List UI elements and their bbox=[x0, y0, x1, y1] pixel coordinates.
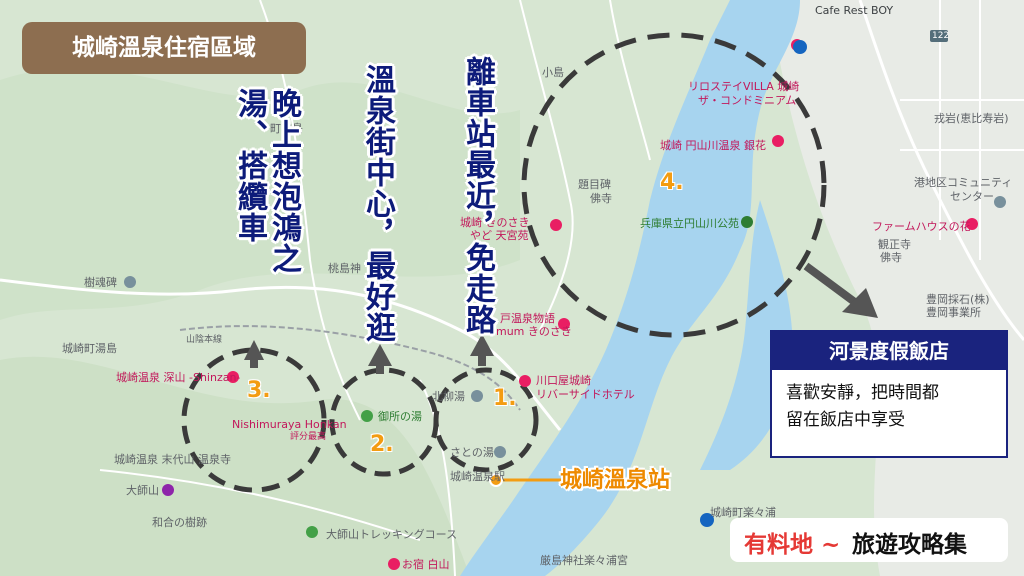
hotel-box-title: 河景度假飯店 bbox=[772, 332, 1006, 370]
map-label-kisaki: 城崎 きのさき bbox=[460, 216, 530, 229]
map-label-villa: リロステイVILLA 城崎 bbox=[688, 80, 800, 93]
zone-3-caption: 晚上想泡鴻之湯、搭纜車 bbox=[232, 88, 301, 274]
map-label-shinzan: 城崎温泉 深山 -Shinzan- bbox=[116, 371, 241, 384]
map-label-community-sub: センター bbox=[950, 190, 994, 203]
map-label-cafe: Cafe Rest BOY bbox=[815, 4, 894, 17]
map-label-toyooka-sub: 豊岡事業所 bbox=[926, 306, 981, 319]
map-label-eki: 城崎温泉駅 bbox=[450, 470, 505, 483]
map-label-kawaguchi-sub: リバーサイドホテル bbox=[536, 388, 635, 401]
map-label-railway: 山陰本線 bbox=[186, 335, 223, 345]
zone-3-number: 3. bbox=[247, 378, 271, 403]
map-label-mannaka-sub: mum きのさき bbox=[496, 325, 572, 338]
brand-logo-right: 旅遊攻略集 bbox=[852, 531, 967, 558]
map-label-kawaguchi: 川口屋城崎 bbox=[536, 374, 591, 387]
map-label-ganji: 城崎町楽々浦 bbox=[710, 506, 776, 519]
hotel-box-body: 喜歡安靜，把時間都 留在飯店中享受 bbox=[786, 383, 939, 430]
map-label-park: 兵庫県立円山川公苑 bbox=[640, 217, 739, 230]
station-callout: 城崎溫泉站 bbox=[560, 468, 671, 493]
map-label-temple1-sub: 佛寺 bbox=[590, 192, 612, 205]
brand-watermark: 有料地 ~ 旅遊攻略集 bbox=[730, 518, 1008, 562]
map-label-ginka: 城崎 円山川温泉 銀花 bbox=[660, 139, 766, 152]
map-label-toyooka: 豊岡採石(株) bbox=[926, 293, 990, 306]
map-label-momojima: 桃島神 bbox=[328, 262, 361, 275]
zone-4-number: 4. bbox=[660, 170, 684, 195]
map-label-kannon-sub: 佛寺 bbox=[880, 251, 902, 264]
map-label-daishi: 大師山 bbox=[126, 484, 159, 497]
page-title: 城崎溫泉住宿區域 bbox=[22, 22, 306, 74]
map-label-kitayanagi: 北柳湯 bbox=[432, 390, 465, 403]
map-label-onsenji: 城崎温泉 末代山 温泉寺 bbox=[114, 453, 231, 466]
map-label-farmhouse: ファームハウスの花 bbox=[872, 220, 971, 233]
map-label-mannaka: 戸温泉物語 bbox=[500, 312, 555, 325]
brand-logo-left: 有料地 ~ bbox=[744, 531, 841, 558]
map-label-oyado: お宿 白山 bbox=[402, 558, 450, 571]
map-label-satono: さとの湯 bbox=[450, 446, 494, 459]
hotel-info-box: 河景度假飯店 喜歡安靜，把時間都 留在飯店中享受 bbox=[770, 330, 1008, 458]
zone-2-number: 2. bbox=[370, 432, 394, 457]
map-label-tenryu: 戎岩(恵比寿岩) bbox=[934, 112, 1009, 125]
map-label-villa-sub: ザ・コンドミニアム bbox=[698, 94, 797, 107]
map-label-kannon: 観正寺 bbox=[878, 238, 911, 251]
map-label-temple1: 題目碑 bbox=[578, 178, 611, 191]
zone-1-caption: 離車站最近，免走路 bbox=[460, 56, 495, 335]
map-label-nishimuraya: Nishimuraya Honkan bbox=[232, 418, 347, 431]
map-label-nishimuraya-sub: 評分最高 bbox=[290, 432, 327, 442]
zone-1-number: 1. bbox=[493, 386, 517, 411]
map-label-mitsuwa: 厳島神社楽々浦宮 bbox=[540, 554, 628, 567]
zone-2-caption: 溫泉街中心，最好逛 bbox=[360, 64, 395, 343]
map-label-kinosaki-town: 城崎町湯島 bbox=[62, 342, 117, 355]
map-label-kisaki-sub: やど 天宮苑 bbox=[470, 229, 529, 242]
map-label-jujutsu: 樹魂碑 bbox=[84, 276, 117, 289]
route-122: 122 bbox=[932, 31, 950, 41]
map-label-momo: 町桃島 bbox=[270, 122, 303, 135]
map-label-trail: 大師山トレッキングコース bbox=[326, 528, 458, 541]
map-label-wanoka: 和合の樹跡 bbox=[152, 516, 207, 529]
map-label-small-island: 小島 bbox=[542, 66, 564, 79]
map-label-gosho: 御所の湯 bbox=[378, 410, 422, 423]
map-label-community: 港地区コミュニティ bbox=[914, 176, 1013, 189]
